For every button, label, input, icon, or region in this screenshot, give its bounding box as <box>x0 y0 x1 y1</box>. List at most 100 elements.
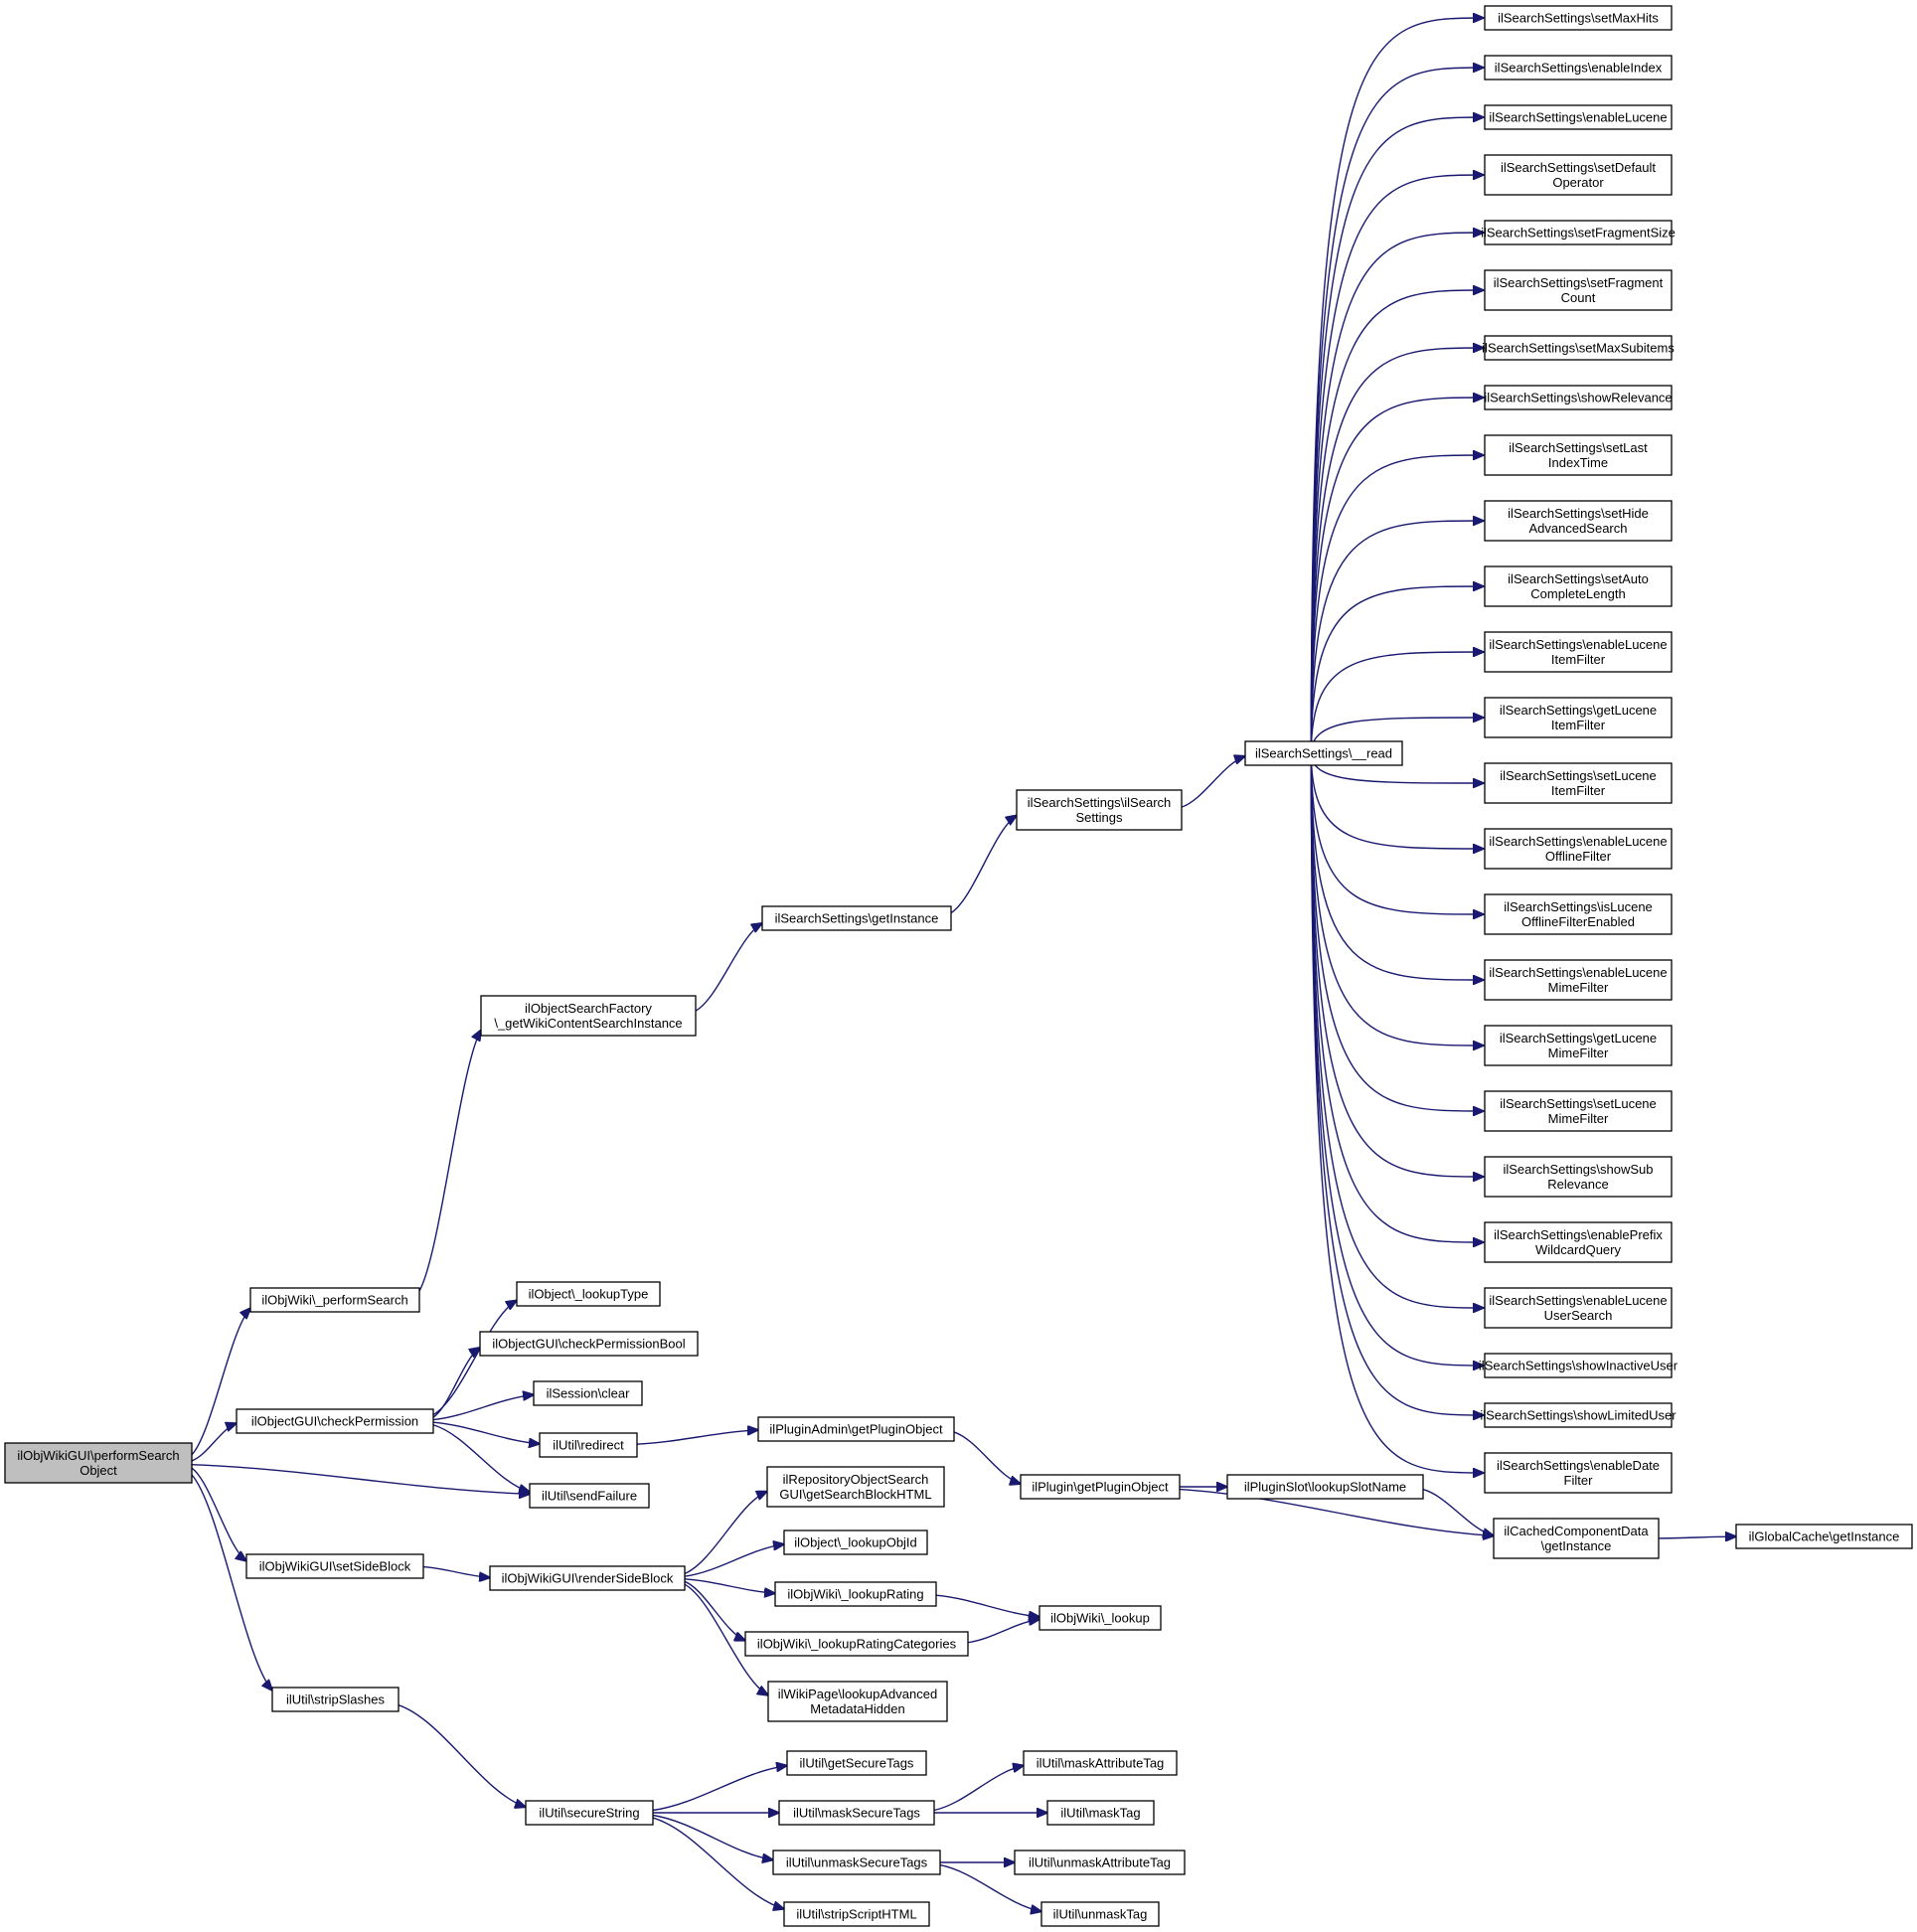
node-label-line: ilRepositoryObjectSearch <box>783 1472 929 1487</box>
node-lookupObjId[interactable]: ilObject\_lookupObjId <box>783 1530 928 1555</box>
node-checkPermission[interactable]: ilObjectGUI\checkPermission <box>236 1408 434 1434</box>
node-s23[interactable]: ilSearchSettings\showInactiveUser <box>1479 1353 1678 1378</box>
node-label-line: OfflineFilter <box>1545 849 1612 864</box>
node-factory[interactable]: ilObjectSearchFactory\_getWikiContentSea… <box>480 995 697 1037</box>
node-label: ilObjectGUI\checkPermissionBool <box>492 1337 685 1352</box>
edge-read-to-s20 <box>1310 752 1484 1177</box>
edge-read-to-s3 <box>1310 117 1484 754</box>
node-s7[interactable]: ilSearchSettings\setMaxSubitems <box>1482 335 1675 361</box>
node-stripScript[interactable]: ilUtil\stripScriptHTML <box>783 1901 930 1927</box>
node-maskSecure[interactable]: ilUtil\maskSecureTags <box>778 1800 935 1826</box>
node-slotName[interactable]: ilPluginSlot\lookupSlotName <box>1226 1474 1424 1500</box>
node-unmaskAttr[interactable]: ilUtil\unmaskAttributeTag <box>1014 1850 1186 1875</box>
node-s3[interactable]: ilSearchSettings\enableLucene <box>1484 104 1673 130</box>
node-sessionClear[interactable]: ilSession\clear <box>533 1380 643 1406</box>
node-label: ilPlugin\getPluginObject <box>1032 1480 1169 1495</box>
node-stripSlashes[interactable]: ilUtil\stripSlashes <box>271 1687 399 1712</box>
node-box <box>236 1408 434 1434</box>
node-lookupType[interactable]: ilObject\_lookupType <box>516 1281 661 1307</box>
node-label-line: ilUtil\redirect <box>553 1438 624 1453</box>
node-lookup[interactable]: ilObjWiki\_lookup <box>1038 1605 1162 1631</box>
edge-renderSide-to-lookupAdv <box>684 1583 768 1695</box>
node-unmaskTag[interactable]: ilUtil\unmaskTag <box>1040 1901 1160 1927</box>
node-label-line: ilSearchSettings\setMaxHits <box>1498 11 1659 26</box>
node-label-line: ilUtil\unmaskTag <box>1053 1907 1148 1922</box>
node-label-line: \_getWikiContentSearchInstance <box>494 1016 682 1031</box>
node-pluginGet[interactable]: ilPlugin\getPluginObject <box>1020 1474 1181 1500</box>
node-lookupRating[interactable]: ilObjWiki\_lookupRating <box>774 1581 937 1607</box>
node-box <box>744 1631 969 1657</box>
node-getInstance[interactable]: ilSearchSettings\getInstance <box>761 905 952 931</box>
node-label: ilUtil\stripSlashes <box>286 1692 385 1707</box>
node-s5[interactable]: ilSearchSettings\setFragmentSize <box>1481 220 1676 245</box>
node-box <box>778 1800 935 1826</box>
node-label: ilUtil\maskTag <box>1060 1806 1140 1821</box>
node-secureString[interactable]: ilUtil\secureString <box>525 1800 654 1826</box>
edge-read-to-s6 <box>1310 290 1484 754</box>
node-box <box>1484 55 1673 80</box>
node-getSecureTags[interactable]: ilUtil\getSecureTags <box>786 1750 927 1776</box>
edge-read-to-s15 <box>1310 752 1484 849</box>
node-maskAttr[interactable]: ilUtil\maskAttributeTag <box>1023 1750 1178 1776</box>
node-s1[interactable]: ilSearchSettings\setMaxHits <box>1484 5 1673 31</box>
node-box <box>1484 154 1673 196</box>
node-box <box>1484 893 1673 935</box>
node-lookupRatingCat[interactable]: ilObjWiki\_lookupRatingCategories <box>744 1631 969 1657</box>
node-setSideBlock[interactable]: ilObjWikiGUI\setSideBlock <box>245 1553 424 1579</box>
node-checkPermBool[interactable]: ilObjectGUI\checkPermissionBool <box>479 1331 699 1357</box>
node-box <box>1038 1605 1162 1631</box>
node-performSearch[interactable]: ilObjWiki\_performSearch <box>249 1287 420 1313</box>
edge-renderSide-to-lookupObjId <box>684 1544 784 1577</box>
node-pluginAdmin[interactable]: ilPluginAdmin\getPluginObject <box>757 1416 955 1442</box>
node-s2[interactable]: ilSearchSettings\enableIndex <box>1484 55 1673 80</box>
edge-root-to-checkPermission <box>191 1423 237 1462</box>
node-cached[interactable]: ilCachedComponentData\getInstance <box>1493 1518 1660 1559</box>
node-box <box>1484 828 1673 870</box>
node-label: ilSearchSettings\enableLucene <box>1489 110 1667 125</box>
node-globalCache[interactable]: ilGlobalCache\getInstance <box>1735 1524 1913 1549</box>
node-renderSide[interactable]: ilObjWikiGUI\renderSideBlock <box>489 1565 686 1591</box>
node-label-line: ilSearchSettings\setHide <box>1508 506 1649 521</box>
node-redirect[interactable]: ilUtil\redirect <box>539 1432 638 1458</box>
node-s24[interactable]: ilSearchSettings\showLimitedUser <box>1480 1402 1677 1428</box>
node-label: ilSearchSettings\setMaxSubitems <box>1482 341 1675 356</box>
node-box <box>479 1331 699 1357</box>
node-box <box>1484 1353 1673 1378</box>
node-maskTag[interactable]: ilUtil\maskTag <box>1046 1800 1155 1826</box>
node-unmaskSecure[interactable]: ilUtil\unmaskSecureTags <box>772 1850 941 1875</box>
node-label-line: MimeFilter <box>1548 980 1609 995</box>
node-s8[interactable]: ilSearchSettings\showRelevance <box>1484 385 1673 410</box>
node-label: ilPluginSlot\lookupSlotName <box>1244 1480 1406 1495</box>
edge-read-to-s1 <box>1310 18 1484 754</box>
node-sendFailure[interactable]: ilUtil\sendFailure <box>529 1483 650 1509</box>
node-label-line: Count <box>1561 290 1596 305</box>
node-label-line: ilPluginAdmin\getPluginObject <box>769 1422 943 1437</box>
node-read[interactable]: ilSearchSettings\__read <box>1244 740 1403 766</box>
node-label-line: \getInstance <box>1541 1538 1612 1553</box>
node-box <box>1735 1524 1913 1549</box>
